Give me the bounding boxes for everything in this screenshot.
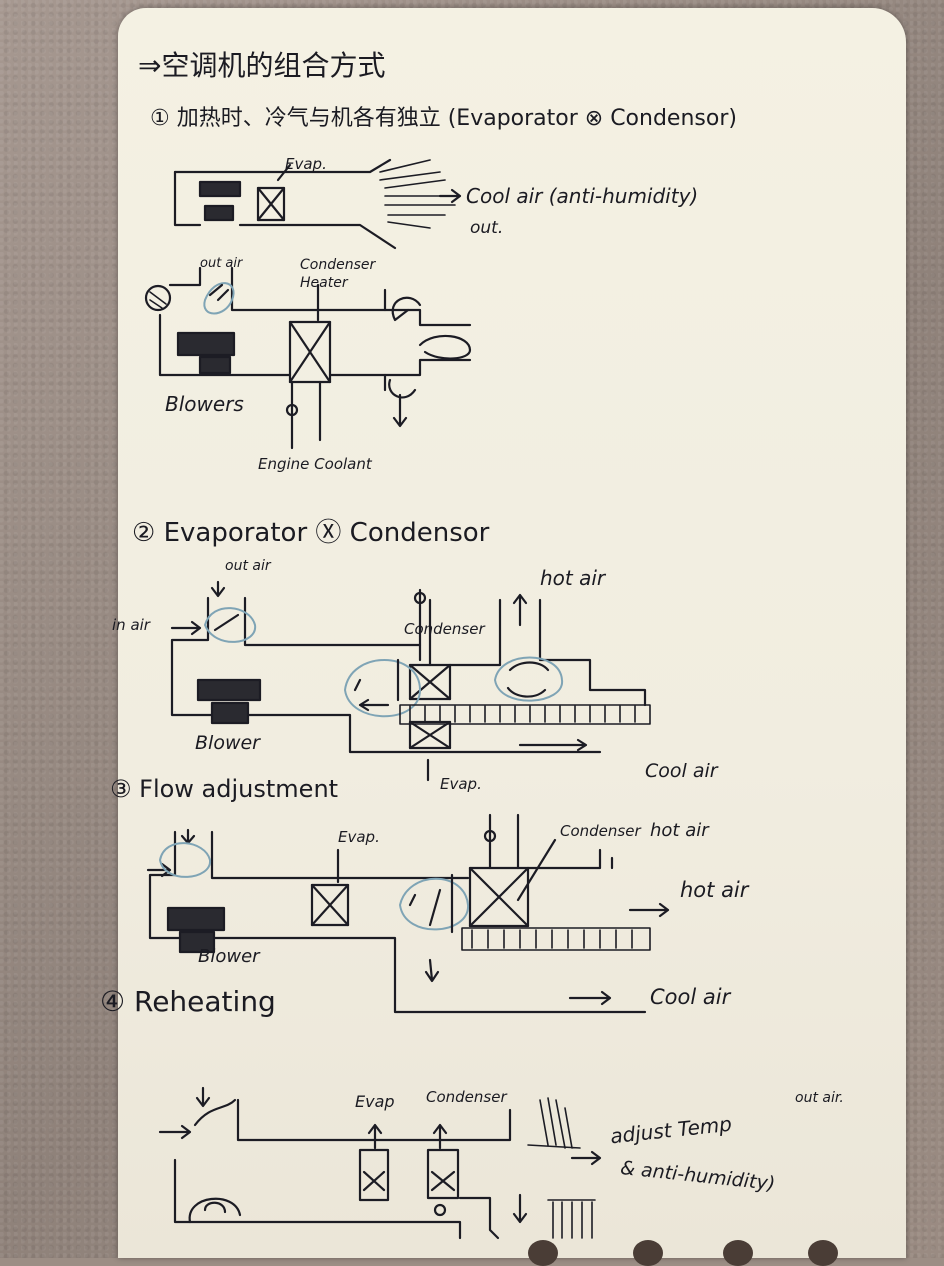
label-evap: Evap. (338, 828, 380, 846)
page-title: ⇒空调机的组合方式 (138, 49, 386, 82)
diagram-3-flow-adjustment (146, 813, 670, 1014)
diagram-4-reheating (158, 1086, 602, 1240)
label-condenser: Condenser (404, 620, 485, 638)
label-out-air: out air. (795, 1090, 844, 1106)
label-condenser: Condenser (426, 1088, 507, 1106)
label-condenser-heater: Condenser Heater (300, 257, 376, 291)
label-condenser: Condenser (560, 822, 641, 840)
label-evap: Evap (355, 1092, 395, 1111)
label-out-air: out air (225, 558, 271, 574)
notebook-page (118, 8, 906, 1266)
label-hot-air: hot air (540, 566, 606, 590)
section-3-heading: ③ Flow adjustment (110, 775, 339, 803)
section-4-heading: ④ Reheating (100, 985, 276, 1018)
label-out-air: out air (200, 256, 243, 271)
section-1-heading: ① 加热时、冷气与机各有独立 (Evaporator ⊗ Condensor) (150, 106, 737, 131)
label-engine-coolant: Engine Coolant (258, 455, 372, 473)
label-cool-air: Cool air (anti-humidity) (466, 184, 699, 208)
diagram-2-combined (170, 580, 651, 782)
label-out: out. (470, 218, 504, 238)
label-blower: Blower (198, 946, 260, 967)
label-evap: Evap. (285, 155, 327, 173)
label-blower: Blower (195, 732, 260, 754)
label-blowers: Blowers (165, 392, 244, 416)
label-in-air: in air (112, 616, 150, 634)
label-evap: Evap. (440, 775, 482, 793)
label-cool-air: Cool air (650, 985, 731, 1009)
section-2-heading: ② Evaporator Ⓧ Condensor (132, 518, 490, 548)
diagram-1-heater-duct (144, 266, 472, 450)
label-hot-air-top: hot air (650, 820, 709, 841)
label-cool-air: Cool air (645, 760, 718, 782)
label-hot-air-right: hot air (680, 878, 749, 902)
diagram-1-evaporator-duct (173, 158, 462, 250)
